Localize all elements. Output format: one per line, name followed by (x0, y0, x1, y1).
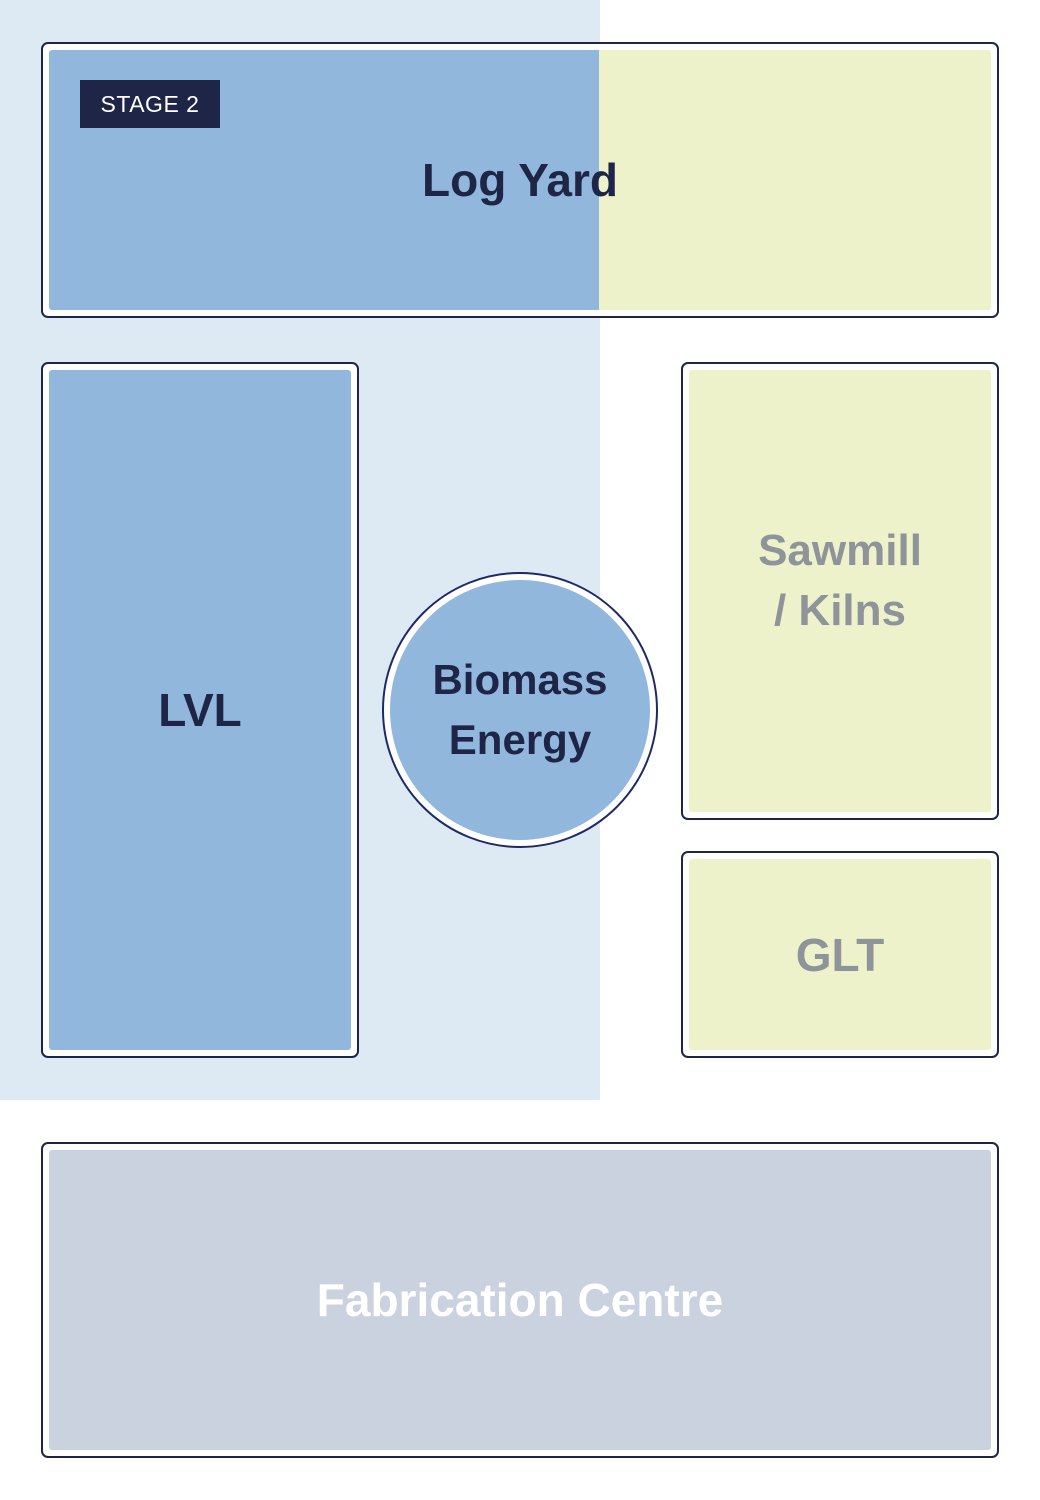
biomass-energy-block: Biomass Energy (382, 572, 658, 848)
log-yard-label: Log Yard (422, 154, 618, 206)
stage-badge: STAGE 2 (80, 80, 220, 128)
glt-fill: GLT (689, 859, 991, 1050)
lvl-fill: LVL (49, 370, 351, 1050)
fabrication-centre-label: Fabrication Centre (316, 1274, 724, 1326)
sawmill-kilns-block: Sawmill / Kilns (681, 362, 999, 820)
sawmill-label-line1: Sawmill (758, 526, 922, 575)
biomass-label-line1: Biomass (432, 656, 608, 703)
glt-block: GLT (681, 851, 999, 1058)
biomass-label-line2: Energy (448, 716, 592, 763)
log-yard-fill: Log Yard (49, 50, 991, 310)
lvl-label: LVL (158, 684, 242, 736)
sawmill-label-line2: / Kilns (773, 586, 907, 635)
sawmill-kilns-fill: Sawmill / Kilns (689, 370, 991, 812)
glt-label: GLT (795, 928, 885, 981)
fabrication-centre-block: Fabrication Centre (41, 1142, 999, 1458)
fabrication-centre-fill: Fabrication Centre (49, 1150, 991, 1450)
biomass-energy-fill: Biomass Energy (390, 580, 650, 840)
lvl-block: LVL (41, 362, 359, 1058)
